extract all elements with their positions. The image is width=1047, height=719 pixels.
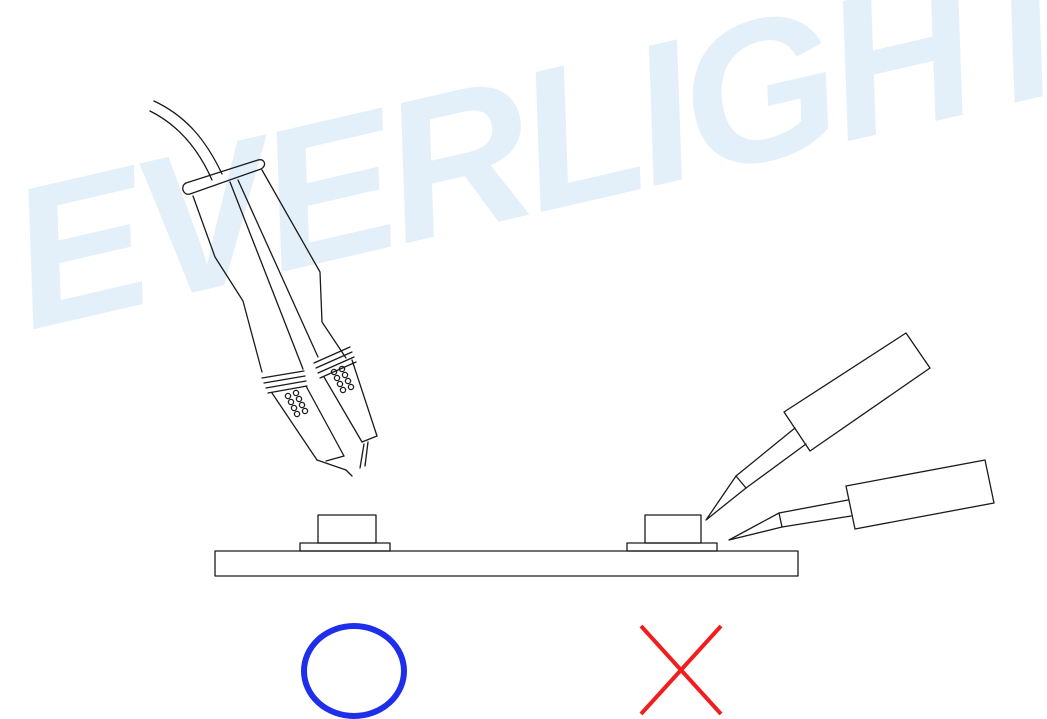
incorrect-mark-stroke-b <box>639 624 723 716</box>
handle-split-right <box>237 179 319 358</box>
cross-incorrect-icon <box>639 624 723 716</box>
circuit-board <box>214 550 799 577</box>
iron-upper-handle <box>783 332 931 452</box>
handle-right-outer <box>261 169 347 359</box>
tweezers-collar <box>182 159 266 195</box>
iron-lower-tip <box>728 512 783 541</box>
correct-mark-circle <box>301 623 407 719</box>
iron-upper-shaft <box>735 427 807 489</box>
tweezers-cable-outer <box>149 110 213 181</box>
component-left <box>299 514 391 552</box>
component-left-body <box>317 514 377 544</box>
watermark-text: EVERLIGHT <box>0 0 1047 372</box>
soldering-tweezers-icon <box>149 100 378 477</box>
soldering-iron-lower-icon <box>728 459 995 541</box>
tweezers-cable-inner <box>153 100 223 175</box>
tweezers-arm-left <box>261 370 353 477</box>
soldering-iron-upper-icon <box>705 332 931 521</box>
handle-split-left <box>229 181 304 370</box>
board-body <box>214 550 799 577</box>
component-right-base <box>626 542 718 552</box>
component-left-base <box>299 542 391 552</box>
circle-correct-icon <box>301 623 407 719</box>
iron-upper-tip <box>705 475 747 521</box>
handle-left-outer <box>192 195 263 373</box>
component-right-body <box>644 514 702 544</box>
iron-lower-handle <box>845 459 995 530</box>
component-right <box>626 514 718 552</box>
iron-lower-shaft <box>778 499 852 528</box>
everlight-watermark-logo: EVERLIGHT <box>0 0 1047 372</box>
tweezers-arm-right <box>313 346 378 469</box>
